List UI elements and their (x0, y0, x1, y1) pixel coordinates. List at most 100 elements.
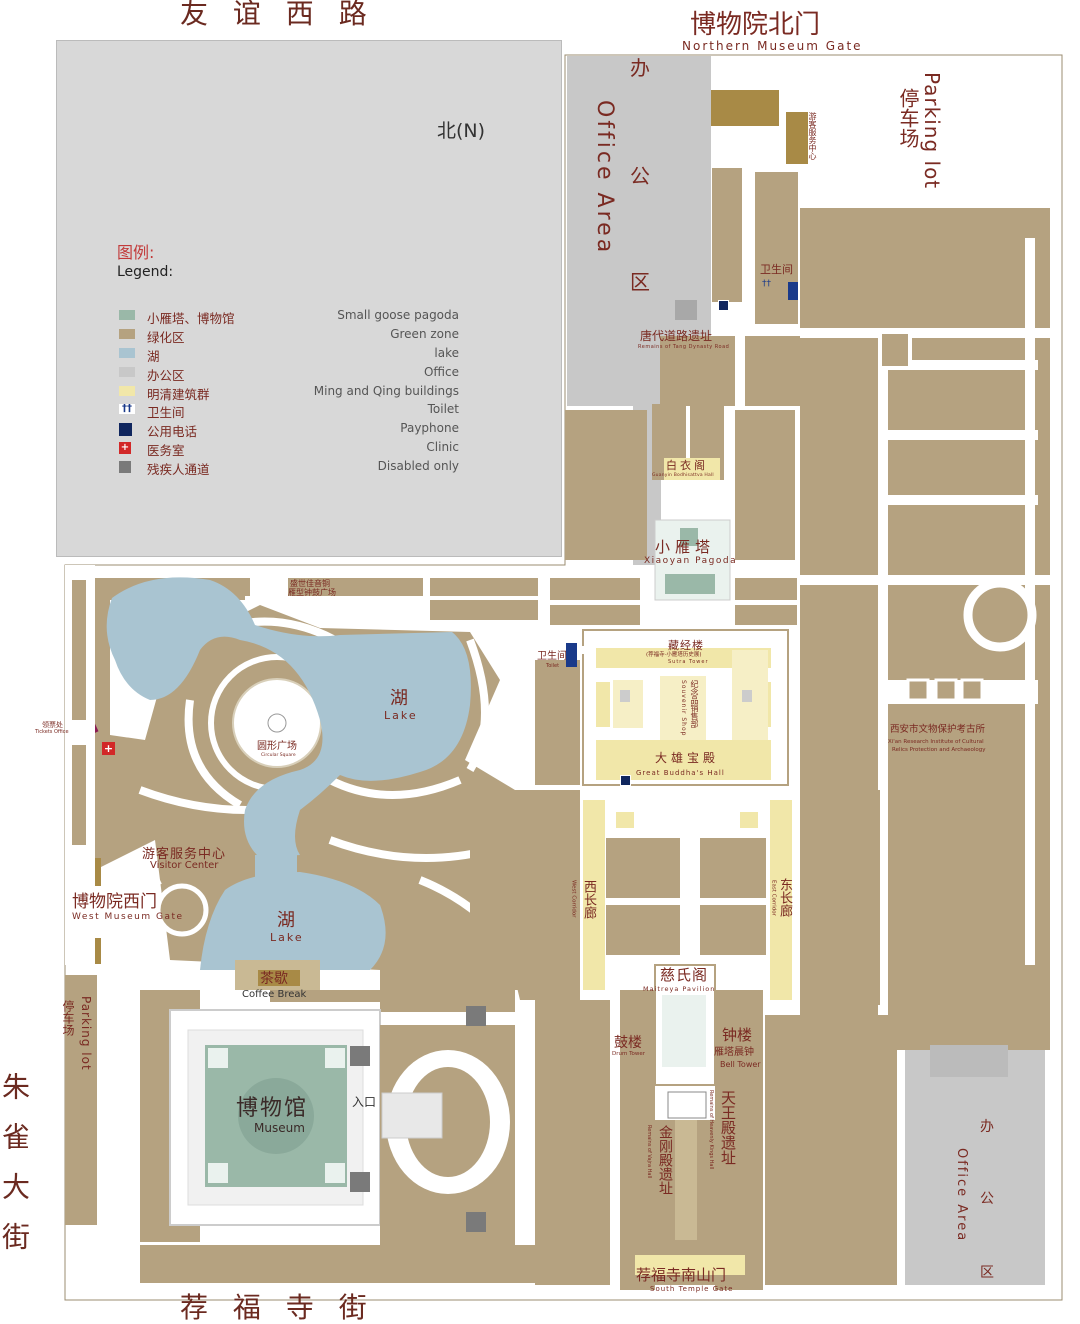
west-corridor-en: West Corridor (570, 880, 577, 918)
legend-label-en: Payphone (400, 421, 459, 435)
legend-box: 图例: Legend: 小雁塔、博物馆 Small goose pagoda 绿… (56, 40, 562, 557)
bell-label-2: 雁塔晨钟 (714, 1047, 754, 1058)
lake-north-label: 湖 (390, 688, 408, 709)
toilet-c-en: Toilet (546, 663, 560, 669)
wheelchair-icon (119, 461, 131, 473)
parking-ne-label: 停车场 (896, 88, 920, 148)
payphone-icon (718, 300, 729, 311)
institute-en: Xi'an Research Institute of Cultural (888, 739, 984, 745)
coffee-en: Coffee Break (242, 989, 307, 1000)
sutra-label: 藏经楼 (668, 639, 704, 652)
legend-label-zh: 医务室 (147, 443, 185, 458)
legend-label-en: Toilet (427, 402, 459, 416)
lake-south (200, 872, 386, 970)
drum-label: 鼓楼 (614, 1035, 642, 1051)
maitreya-label: 慈氏阁 (660, 966, 709, 984)
swatch-icon (119, 348, 135, 358)
ticket-en: Tickets Office (35, 729, 69, 735)
office-se-en: Office Area (954, 1148, 969, 1243)
parking-ne-en: Parking lot (920, 72, 944, 190)
clinic-icon: + (119, 442, 131, 454)
institute-label: 西安市文物保护考古所 (890, 724, 986, 735)
legend-label-en: Green zone (390, 327, 459, 341)
legend-row: 明清建筑群 Ming and Qing buildings (119, 383, 459, 402)
office-n-2: 公 (630, 164, 650, 188)
swatch-icon (119, 367, 135, 377)
jingang-label: 金刚殿遗址 (657, 1125, 673, 1195)
great-hall-en: Great Buddha's Hall (636, 769, 725, 777)
lake-north (106, 577, 471, 858)
payphone-icon (620, 775, 631, 786)
bronze-square-label: 盛世佳音铜 (290, 579, 330, 588)
tianwang-label: 天王殿遗址 (719, 1090, 737, 1165)
legend-row: 办公区 Office (119, 364, 459, 383)
coffee-label: 茶歇 (260, 971, 288, 987)
visitor-service-n-label: 游客服务中心 (808, 112, 817, 160)
legend-label-zh: 公用电话 (147, 424, 198, 439)
office-se-2: 公 (980, 1191, 994, 1207)
office-se-1: 办 (980, 1119, 994, 1135)
sutra-sub-label: (荐福寺·小雁塔历史展) (646, 652, 702, 658)
legend-label-zh: 办公区 (147, 368, 185, 383)
east-corridor-label: 东长廊 (777, 878, 792, 917)
baiyi-label: 白衣阁 (666, 459, 708, 472)
drum-en: Drum Tower (612, 1051, 646, 1057)
legend-label-en: Office (423, 365, 459, 379)
legend-label-zh: 绿化区 (147, 330, 185, 345)
tang-road-label: 唐代道路遗址 (640, 329, 713, 343)
lake-south-en: Lake (270, 931, 304, 944)
legend-label-zh: 明清建筑群 (147, 387, 210, 402)
clinic-icon: + (102, 742, 115, 755)
visitor-center-label: 游客服务中心 (142, 847, 227, 862)
ticket-label: 领票处 (42, 721, 63, 729)
pagoda-en: Xiaoyan Pagoda (644, 556, 738, 566)
pagoda-label: 小雁塔 (655, 538, 716, 556)
sutra-en: Sutra Tower (668, 659, 709, 665)
lake-north-en: Lake (384, 709, 418, 722)
round-square-en: Circular Square (261, 753, 296, 758)
office-n-en: Office Area (592, 100, 617, 256)
north-gate-label: 博物院北门 (690, 10, 821, 40)
museum-en: Museum (254, 1121, 305, 1135)
swatch-icon (119, 310, 135, 320)
great-hall-building (596, 740, 771, 780)
east-corridor-building (770, 800, 792, 1000)
institute-en-2: Relics Protection and Archaeology (892, 747, 986, 753)
lake-south-label: 湖 (277, 910, 295, 931)
wheelchair-icon (350, 1172, 370, 1192)
wheelchair-icon (466, 1212, 486, 1232)
payphone-icon (119, 423, 132, 436)
street-south: 荐 福 寺 街 (180, 1291, 375, 1324)
sutra-tower-building (596, 648, 771, 668)
tianwang-en: Remains of Heavenly Kings Hall (708, 1090, 714, 1170)
north-gate-en: Northern Museum Gate (682, 39, 863, 53)
legend-label-en: Disabled only (377, 459, 459, 473)
legend-label-en: lake (434, 346, 459, 360)
legend-row: 公用电话 Payphone (119, 420, 459, 439)
legend-row: 湖 lake (119, 345, 459, 364)
jingang-en: Remains of Vajra Hall (646, 1125, 652, 1179)
souvenir-label: 纪念品销售部 (690, 680, 699, 728)
wheelchair-icon (466, 1006, 486, 1026)
office-area-south (905, 1050, 1045, 1285)
east-corridor-en: East Corridor (770, 880, 777, 916)
wheelchair-icon (350, 1046, 370, 1066)
legend-label-zh: 小雁塔、博物馆 (147, 311, 235, 326)
bell-en: Bell Tower (720, 1060, 761, 1069)
legend-label-zh: 卫生间 (147, 405, 185, 420)
legend-label-en: Clinic (426, 440, 459, 454)
west-corridor-building (583, 800, 605, 990)
great-hall-label: 大雄宝殿 (655, 751, 720, 765)
legend-label-en: Ming and Qing buildings (313, 384, 459, 398)
maitreya-en: Maitreya Pavilion (643, 985, 716, 993)
entrance-label: 入口 (352, 1095, 377, 1109)
toilet-sign-icon (566, 643, 577, 667)
baiyi-en: Guanyin Bodhisattva Hall (652, 473, 714, 478)
west-corridor-label: 西长廊 (581, 880, 596, 919)
street-north: 友 谊 西 路 (180, 0, 375, 30)
legend-label-zh: 湖 (147, 349, 160, 364)
toilet-sign-icon (788, 282, 798, 300)
office-n-3: 区 (630, 270, 650, 294)
